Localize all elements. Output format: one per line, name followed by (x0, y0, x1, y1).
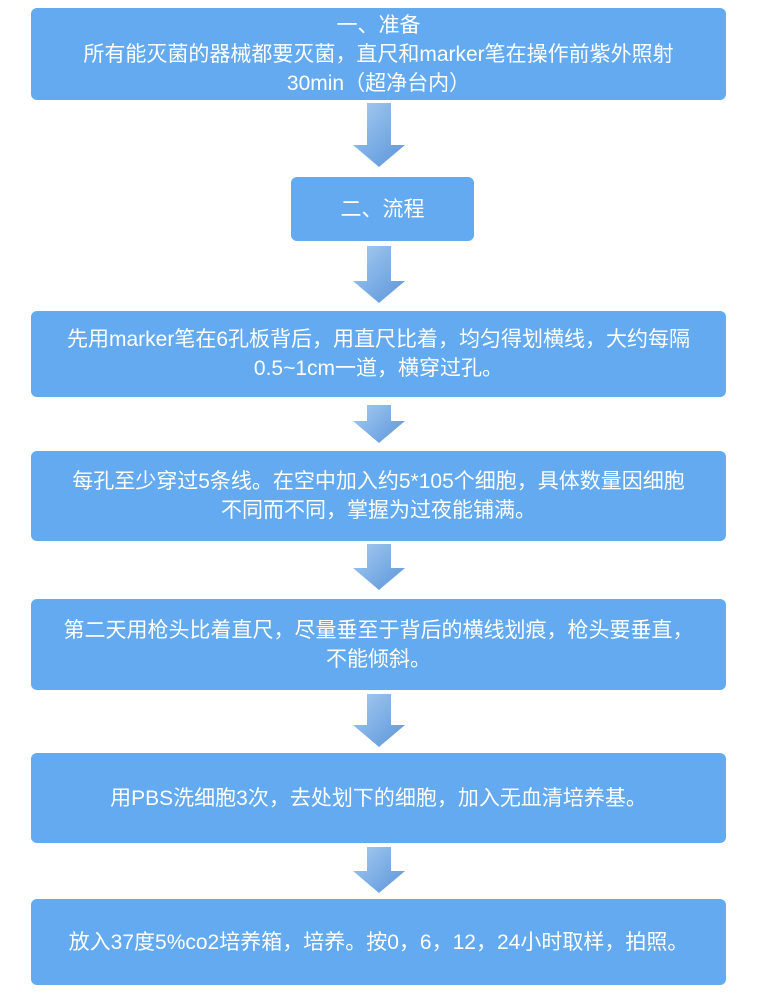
step-draw-lines-text-line-2: 0.5~1cm一道，横穿过孔。 (253, 357, 504, 380)
step-prepare-title: 一、准备 (336, 13, 421, 37)
step-wash-text: 用PBS洗细胞3次，去处划下的细胞，加入无血清培养基。 (110, 786, 647, 810)
step-scratch-text-line-2: 不能倾斜。 (326, 647, 431, 671)
flow-step-prepare: 一、准备 所有能灭菌的器械都要灭菌，直尺和marker笔在操作前紫外照射 30m… (31, 8, 726, 100)
arrow-down-icon (353, 847, 405, 893)
flow-step-incubate: 放入37度5%co2培养箱，培养。按0，6，12，24小时取样，拍照。 (31, 899, 726, 985)
arrow-down-icon (353, 694, 405, 747)
step-incubate-text: 放入37度5%co2培养箱，培养。按0，6，12，24小时取样，拍照。 (68, 930, 689, 954)
flow-step-seed-cells: 每孔至少穿过5条线。在空中加入约5*105个细胞，具体数量因细胞 不同而不同，掌… (31, 451, 726, 541)
flow-step-process-header: 二、流程 (291, 177, 474, 241)
flow-step-scratch: 第二天用枪头比着直尺，尽量垂至于背后的横线划痕，枪头要垂直， 不能倾斜。 (31, 599, 726, 690)
step-prepare-text-line-2: 30min（超净台内） (286, 71, 471, 95)
flow-step-wash: 用PBS洗细胞3次，去处划下的细胞，加入无血清培养基。 (31, 753, 726, 843)
arrow-down-icon (353, 246, 405, 303)
step-draw-lines-text-line-1: 先用marker笔在6孔板背后，用直尺比着，均匀得划横线，大约每隔 (66, 328, 690, 351)
step-process-title: 二、流程 (340, 197, 425, 221)
flow-step-draw-lines: 先用marker笔在6孔板背后，用直尺比着，均匀得划横线，大约每隔 0.5~1c… (31, 311, 726, 397)
arrow-down-icon (353, 103, 405, 167)
step-seed-cells-text-line-1: 每孔至少穿过5条线。在空中加入约5*105个细胞，具体数量因细胞 (72, 470, 685, 493)
step-scratch-text-line-1: 第二天用枪头比着直尺，尽量垂至于背后的横线划痕，枪头要垂直， (63, 618, 694, 642)
arrow-down-icon (353, 405, 405, 443)
step-seed-cells-text-line-2: 不同而不同，掌握为过夜能铺满。 (221, 499, 536, 522)
arrow-down-icon (353, 544, 405, 590)
step-prepare-text-line-1: 所有能灭菌的器械都要灭菌，直尺和marker笔在操作前紫外照射 (83, 42, 674, 66)
